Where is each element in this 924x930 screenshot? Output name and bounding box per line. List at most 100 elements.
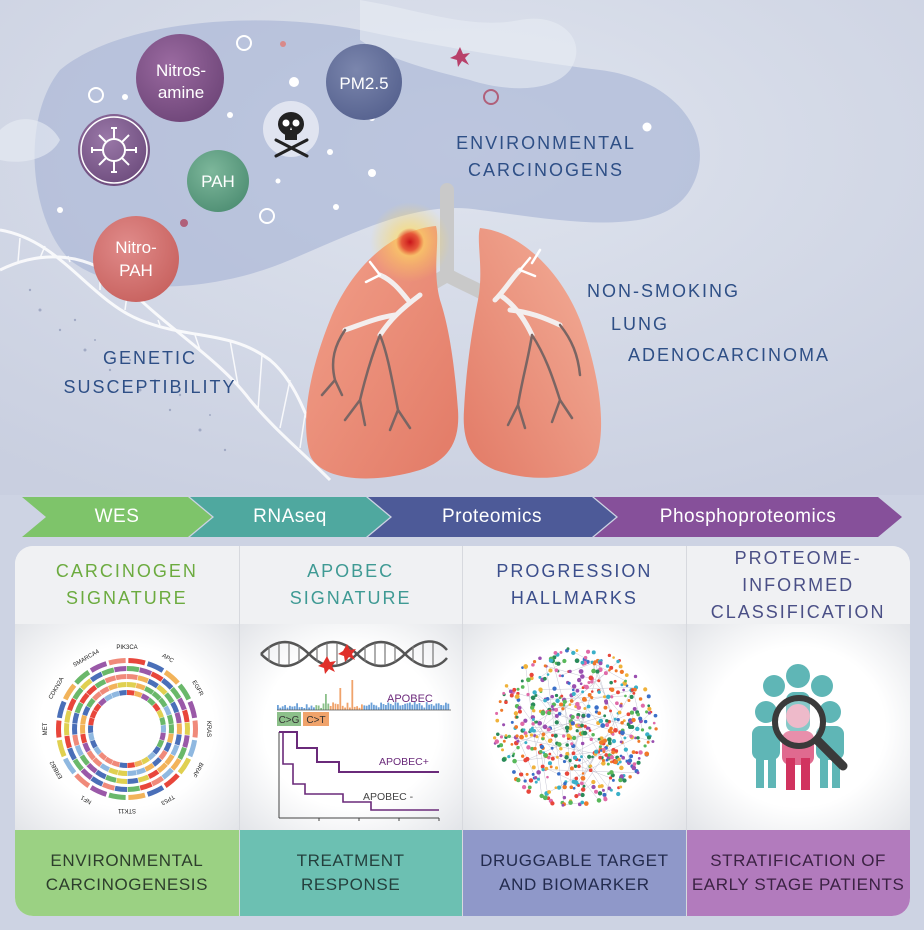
network-node <box>627 758 632 763</box>
network-node <box>520 754 524 758</box>
network-node <box>596 690 601 694</box>
network-node <box>574 701 580 707</box>
network-node <box>568 785 573 790</box>
network-node <box>580 775 585 781</box>
pipeline-step-label: RNAseq <box>253 506 327 527</box>
illustration-graphic: Nitros- amine PM2.5 PAH Nitro- PAH <box>0 0 924 495</box>
spectrum-bar <box>324 694 327 710</box>
column-progression-hallmarks: PROGRESSION HALLMARKS DRUGGABLE TARGET A… <box>462 546 687 916</box>
network-node <box>644 710 648 714</box>
network-node <box>580 660 584 665</box>
spectrum-bar <box>293 706 296 710</box>
network-node <box>610 732 614 736</box>
spectrum-bar <box>415 704 418 710</box>
network-node <box>533 775 537 780</box>
network-node <box>542 752 548 758</box>
network-node <box>614 701 619 706</box>
network-node <box>545 696 549 701</box>
spectrum-bar <box>382 704 385 710</box>
circos-segment <box>88 732 95 742</box>
nsla-line1: NON-SMOKING <box>587 281 741 301</box>
network-node <box>569 742 573 746</box>
network-node <box>568 703 571 706</box>
circos-segment <box>170 686 182 700</box>
nsla-line3: ADENOCARCINOMA <box>628 345 831 365</box>
network-node <box>494 718 499 723</box>
circos-plot: PIK3CAAPCEGFRKRASBRAFTP53STK11NF1ERBB2ME… <box>43 645 211 813</box>
circos-segment <box>82 705 91 717</box>
network-node <box>575 649 578 652</box>
circos-segment <box>108 767 119 775</box>
network-node <box>499 735 503 739</box>
pipeline-ribbon: WES RNAseq Proteomics Phosphoproteomics <box>0 497 924 537</box>
network-node <box>609 755 614 760</box>
circos-segment <box>74 701 84 714</box>
network-node <box>557 711 561 716</box>
network-node <box>531 772 535 776</box>
network-node <box>583 801 589 806</box>
network-node <box>572 755 577 760</box>
column-proteome-classification: PROTEOME- INFORMED CLASSIFICATION <box>686 546 910 916</box>
network-node <box>545 775 549 779</box>
network-node <box>525 692 530 697</box>
circos-gene-label: APC <box>161 653 175 665</box>
network-node <box>543 664 547 668</box>
network-node <box>638 697 642 701</box>
network-node <box>524 734 528 738</box>
column-footer: STRATIFICATION OF EARLY STAGE PATIENTS <box>686 830 910 916</box>
network-node <box>571 691 576 696</box>
network-node <box>549 765 553 769</box>
network-node <box>589 737 593 742</box>
circos-segment <box>108 658 126 666</box>
network-node <box>528 672 534 678</box>
network-node <box>547 752 551 756</box>
network-node <box>576 724 580 727</box>
circos-segment <box>127 674 138 680</box>
network-node <box>534 720 538 724</box>
network-node <box>572 786 575 790</box>
network-node <box>522 718 527 723</box>
network-node <box>590 755 594 759</box>
circos-segment <box>94 678 107 689</box>
network-node <box>540 767 545 772</box>
network-node <box>494 711 498 715</box>
network-node <box>634 751 638 755</box>
column-footer-text: ENVIRONMENTAL CARCINOGENESIS <box>45 851 209 894</box>
network-node <box>556 785 561 790</box>
network-node <box>573 776 578 781</box>
spectrum-bar <box>420 705 423 710</box>
spectrum-bar <box>367 704 370 710</box>
apobec-negative-label: APOBEC - <box>363 791 414 803</box>
network-node <box>633 736 637 740</box>
network-node <box>619 669 624 674</box>
circos-segment <box>150 671 164 682</box>
spectrum-bar <box>365 705 368 710</box>
particles <box>57 77 652 213</box>
pipeline-step-phosphoproteomics: Phosphoproteomics <box>594 497 902 537</box>
network-edge <box>535 691 583 723</box>
circos-segment <box>146 697 156 706</box>
circos-gene-label: MET <box>43 722 49 735</box>
network-node <box>525 789 531 794</box>
network-node <box>607 653 611 658</box>
magnifier-icon <box>772 695 848 771</box>
network-node <box>622 736 626 740</box>
network-node <box>603 671 608 676</box>
network-node <box>636 771 639 775</box>
network-node <box>515 739 519 743</box>
circos-segment <box>86 762 98 774</box>
column-footer-text: DRUGGABLE TARGET AND BIOMARKER <box>480 851 669 894</box>
circos-segment <box>127 666 140 673</box>
network-node <box>613 679 617 683</box>
circos-gene-label: EGFR <box>190 680 204 698</box>
network-node <box>501 757 506 762</box>
spectrum-bar <box>427 704 430 710</box>
network-node <box>566 681 571 685</box>
mutation-cg-label: C>G <box>278 715 299 726</box>
network-node <box>581 713 585 718</box>
network-node <box>506 754 510 759</box>
network-node <box>579 800 584 805</box>
spectrum-bar <box>322 703 325 710</box>
network-node <box>559 650 562 654</box>
circos-segment <box>56 720 62 738</box>
